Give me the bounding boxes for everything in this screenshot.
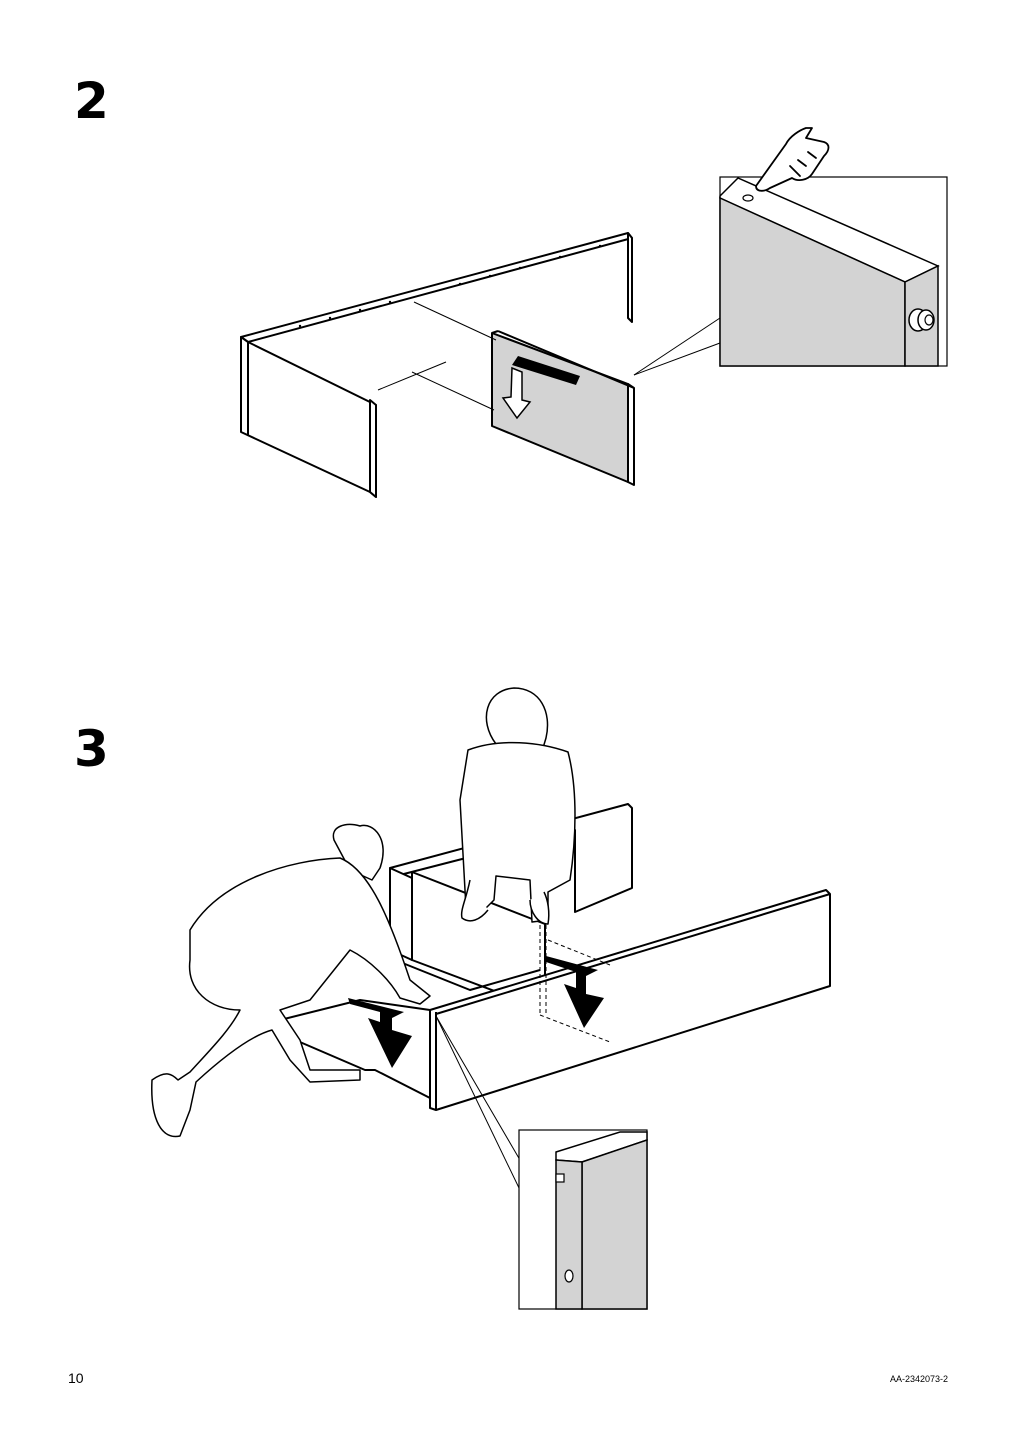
front-panel xyxy=(491,330,635,486)
down-arrow-outline xyxy=(501,366,532,420)
left-side-panel xyxy=(240,336,377,498)
woman-figure xyxy=(459,687,576,925)
step-number: 2 xyxy=(74,72,109,130)
step-number: 3 xyxy=(74,720,109,778)
dowel-detail-inset xyxy=(719,176,948,367)
down-arrow-solid xyxy=(546,956,604,1028)
document-code: AA-2342073-2 xyxy=(889,1374,948,1384)
joint-detail-inset xyxy=(518,1129,648,1310)
down-arrow-solid xyxy=(348,998,412,1068)
man-figure xyxy=(151,823,431,1138)
slide-arrow xyxy=(512,356,580,385)
page-number: 10 xyxy=(68,1370,84,1386)
back-panel xyxy=(389,803,633,913)
front-panel xyxy=(429,889,831,1111)
pointing-hand-icon xyxy=(755,127,830,192)
